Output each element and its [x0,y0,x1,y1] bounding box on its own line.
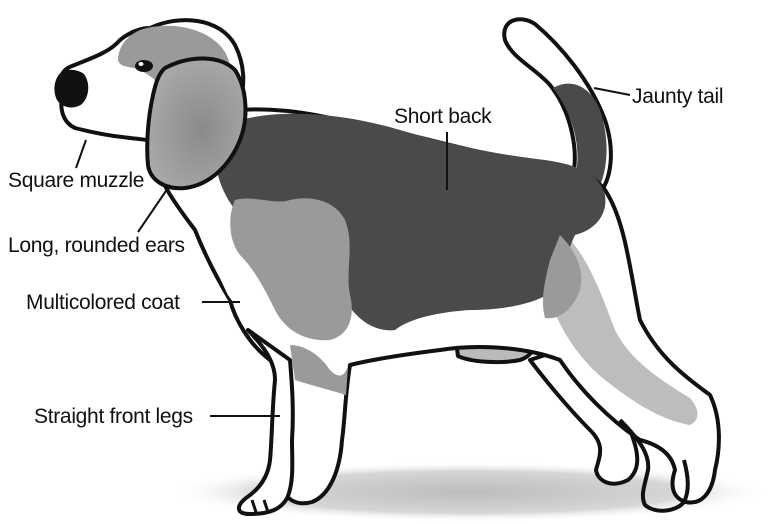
label-jaunty-tail: Jaunty tail [632,86,723,107]
eye [135,60,153,72]
leader-long-ears [138,185,170,232]
label-multicolored-coat: Multicolored coat [26,292,180,313]
label-long-rounded-ears: Long, rounded ears [8,235,185,256]
leader-square-muzzle [76,140,86,168]
nose [54,70,88,108]
label-square-muzzle: Square muzzle [8,170,144,191]
eye-shine [139,62,144,66]
leader-jaunty-tail [594,88,630,95]
label-straight-front-legs: Straight front legs [34,406,193,427]
label-short-back: Short back [394,106,491,127]
